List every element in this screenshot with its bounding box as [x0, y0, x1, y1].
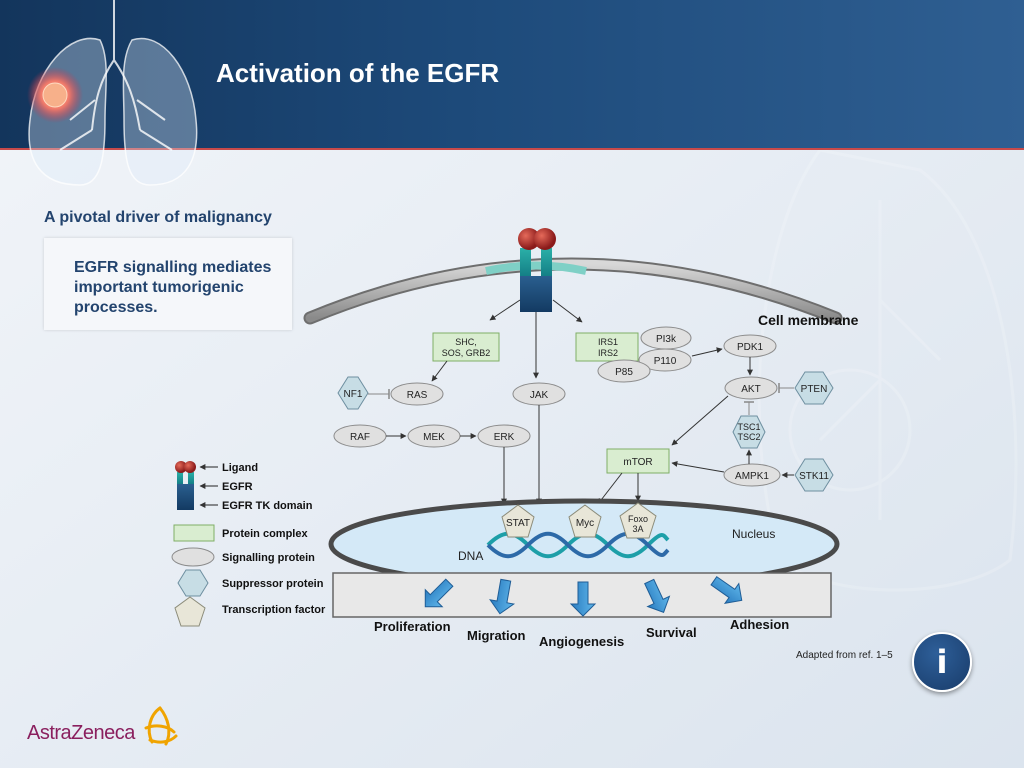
svg-text:IRS1: IRS1	[598, 337, 618, 347]
legend-egfr-icon	[175, 461, 196, 510]
svg-text:MEK: MEK	[423, 432, 445, 443]
node-nf1: NF1	[337, 376, 369, 410]
survival-arrow-icon	[644, 578, 671, 613]
legend-protein-swatch	[171, 547, 215, 567]
node-p85: P85	[597, 359, 651, 383]
svg-text:P85: P85	[615, 367, 633, 378]
legend-ligand: Ligand	[222, 462, 258, 474]
legend: Ligand EGFR EGFR TK domain Protein compl…	[171, 461, 326, 627]
legend-signalling-protein: Signalling protein	[222, 552, 315, 564]
svg-text:IRS2: IRS2	[598, 348, 618, 358]
egfr-receptor-icon	[518, 228, 556, 312]
svg-text:mTOR: mTOR	[623, 457, 652, 468]
svg-text:PTEN: PTEN	[801, 384, 828, 395]
node-pten: PTEN	[794, 371, 834, 405]
page-title: Activation of the EGFR	[216, 58, 500, 88]
legend-suppressor-swatch	[177, 569, 209, 597]
node-akt: AKT	[724, 376, 778, 400]
svg-text:P110: P110	[654, 356, 677, 367]
cell-membrane	[305, 259, 841, 323]
node-foxo: Foxo 3A	[619, 502, 657, 539]
svg-text:AKT: AKT	[741, 384, 760, 395]
legend-suppressor-protein: Suppressor protein	[222, 578, 324, 590]
svg-text:TSC2: TSC2	[737, 432, 760, 442]
cell-membrane-label: Cell membrane	[758, 312, 859, 328]
outcome-angiogenesis: Angiogenesis	[539, 634, 624, 649]
legend-egfr-tk: EGFR TK domain	[222, 500, 313, 512]
svg-text:PDK1: PDK1	[737, 342, 764, 353]
svg-text:RAF: RAF	[350, 432, 370, 443]
node-stat: STAT	[501, 504, 535, 538]
node-raf: RAF	[333, 424, 387, 448]
node-shc-complex: SHC, SOS, GRB2	[432, 332, 500, 362]
legend-egfr: EGFR	[222, 481, 253, 493]
brand-logo: AstraZeneca	[27, 722, 135, 744]
svg-text:TSC1: TSC1	[737, 422, 760, 432]
node-pdk1: PDK1	[723, 334, 777, 358]
svg-text:SHC,: SHC,	[455, 337, 477, 347]
node-tsc: TSC1 TSC2	[732, 415, 766, 449]
info-button[interactable]: i	[912, 632, 972, 692]
svg-text:JAK: JAK	[530, 390, 549, 401]
node-irs-complex: IRS1 IRS2	[575, 332, 639, 362]
svg-text:Myc: Myc	[576, 518, 594, 529]
svg-text:STK11: STK11	[799, 471, 829, 482]
node-mek: MEK	[407, 424, 461, 448]
legend-complex-swatch	[173, 524, 215, 542]
lungs-illustration	[27, 0, 198, 186]
node-pi3k: PI3k	[640, 326, 692, 350]
angiogenesis-arrow-icon	[569, 581, 597, 617]
svg-text:SOS, GRB2: SOS, GRB2	[442, 348, 491, 358]
dna-label: DNA	[458, 549, 483, 563]
svg-text:ERK: ERK	[494, 432, 515, 443]
callout-text: EGFR signalling mediates important tumor…	[74, 259, 272, 316]
node-ras: RAS	[390, 382, 444, 406]
node-stk11: STK11	[794, 458, 834, 492]
node-p110: P110	[638, 348, 692, 372]
node-erk: ERK	[477, 424, 531, 448]
legend-transcription-swatch	[174, 596, 206, 627]
astrazeneca-logo-icon	[144, 706, 178, 746]
node-mtor-complex: mTOR	[606, 448, 670, 474]
node-ampk1: AMPK1	[723, 463, 781, 487]
proliferation-arrow-icon	[424, 578, 454, 608]
outcome-survival: Survival	[646, 625, 697, 640]
node-myc: Myc	[568, 504, 602, 538]
section-subtitle: A pivotal driver of malignancy	[44, 209, 272, 226]
svg-text:3A: 3A	[632, 524, 643, 534]
node-jak: JAK	[512, 382, 566, 406]
reference-credit: Adapted from ref. 1–5	[796, 650, 893, 661]
svg-text:NF1: NF1	[344, 389, 363, 400]
header-bar	[0, 0, 1024, 148]
outcome-migration: Migration	[467, 628, 526, 643]
outcome-adhesion: Adhesion	[730, 617, 789, 632]
svg-text:STAT: STAT	[506, 518, 530, 529]
migration-arrow-icon	[489, 578, 516, 615]
adhesion-arrow-icon	[710, 576, 743, 604]
outcome-proliferation: Proliferation	[374, 619, 451, 634]
svg-text:PI3k: PI3k	[656, 334, 677, 345]
lung-watermark	[757, 148, 1018, 592]
svg-text:AMPK1: AMPK1	[735, 471, 769, 482]
callout-box: EGFR signalling mediates important tumor…	[44, 238, 292, 330]
membrane-highlight	[485, 261, 587, 275]
legend-transcription-factor: Transcription factor	[222, 604, 326, 616]
nucleus-label: Nucleus	[732, 527, 775, 541]
header-divider	[0, 148, 1024, 150]
legend-protein-complex: Protein complex	[222, 528, 308, 540]
svg-text:Foxo: Foxo	[628, 514, 648, 524]
svg-text:RAS: RAS	[407, 390, 428, 401]
